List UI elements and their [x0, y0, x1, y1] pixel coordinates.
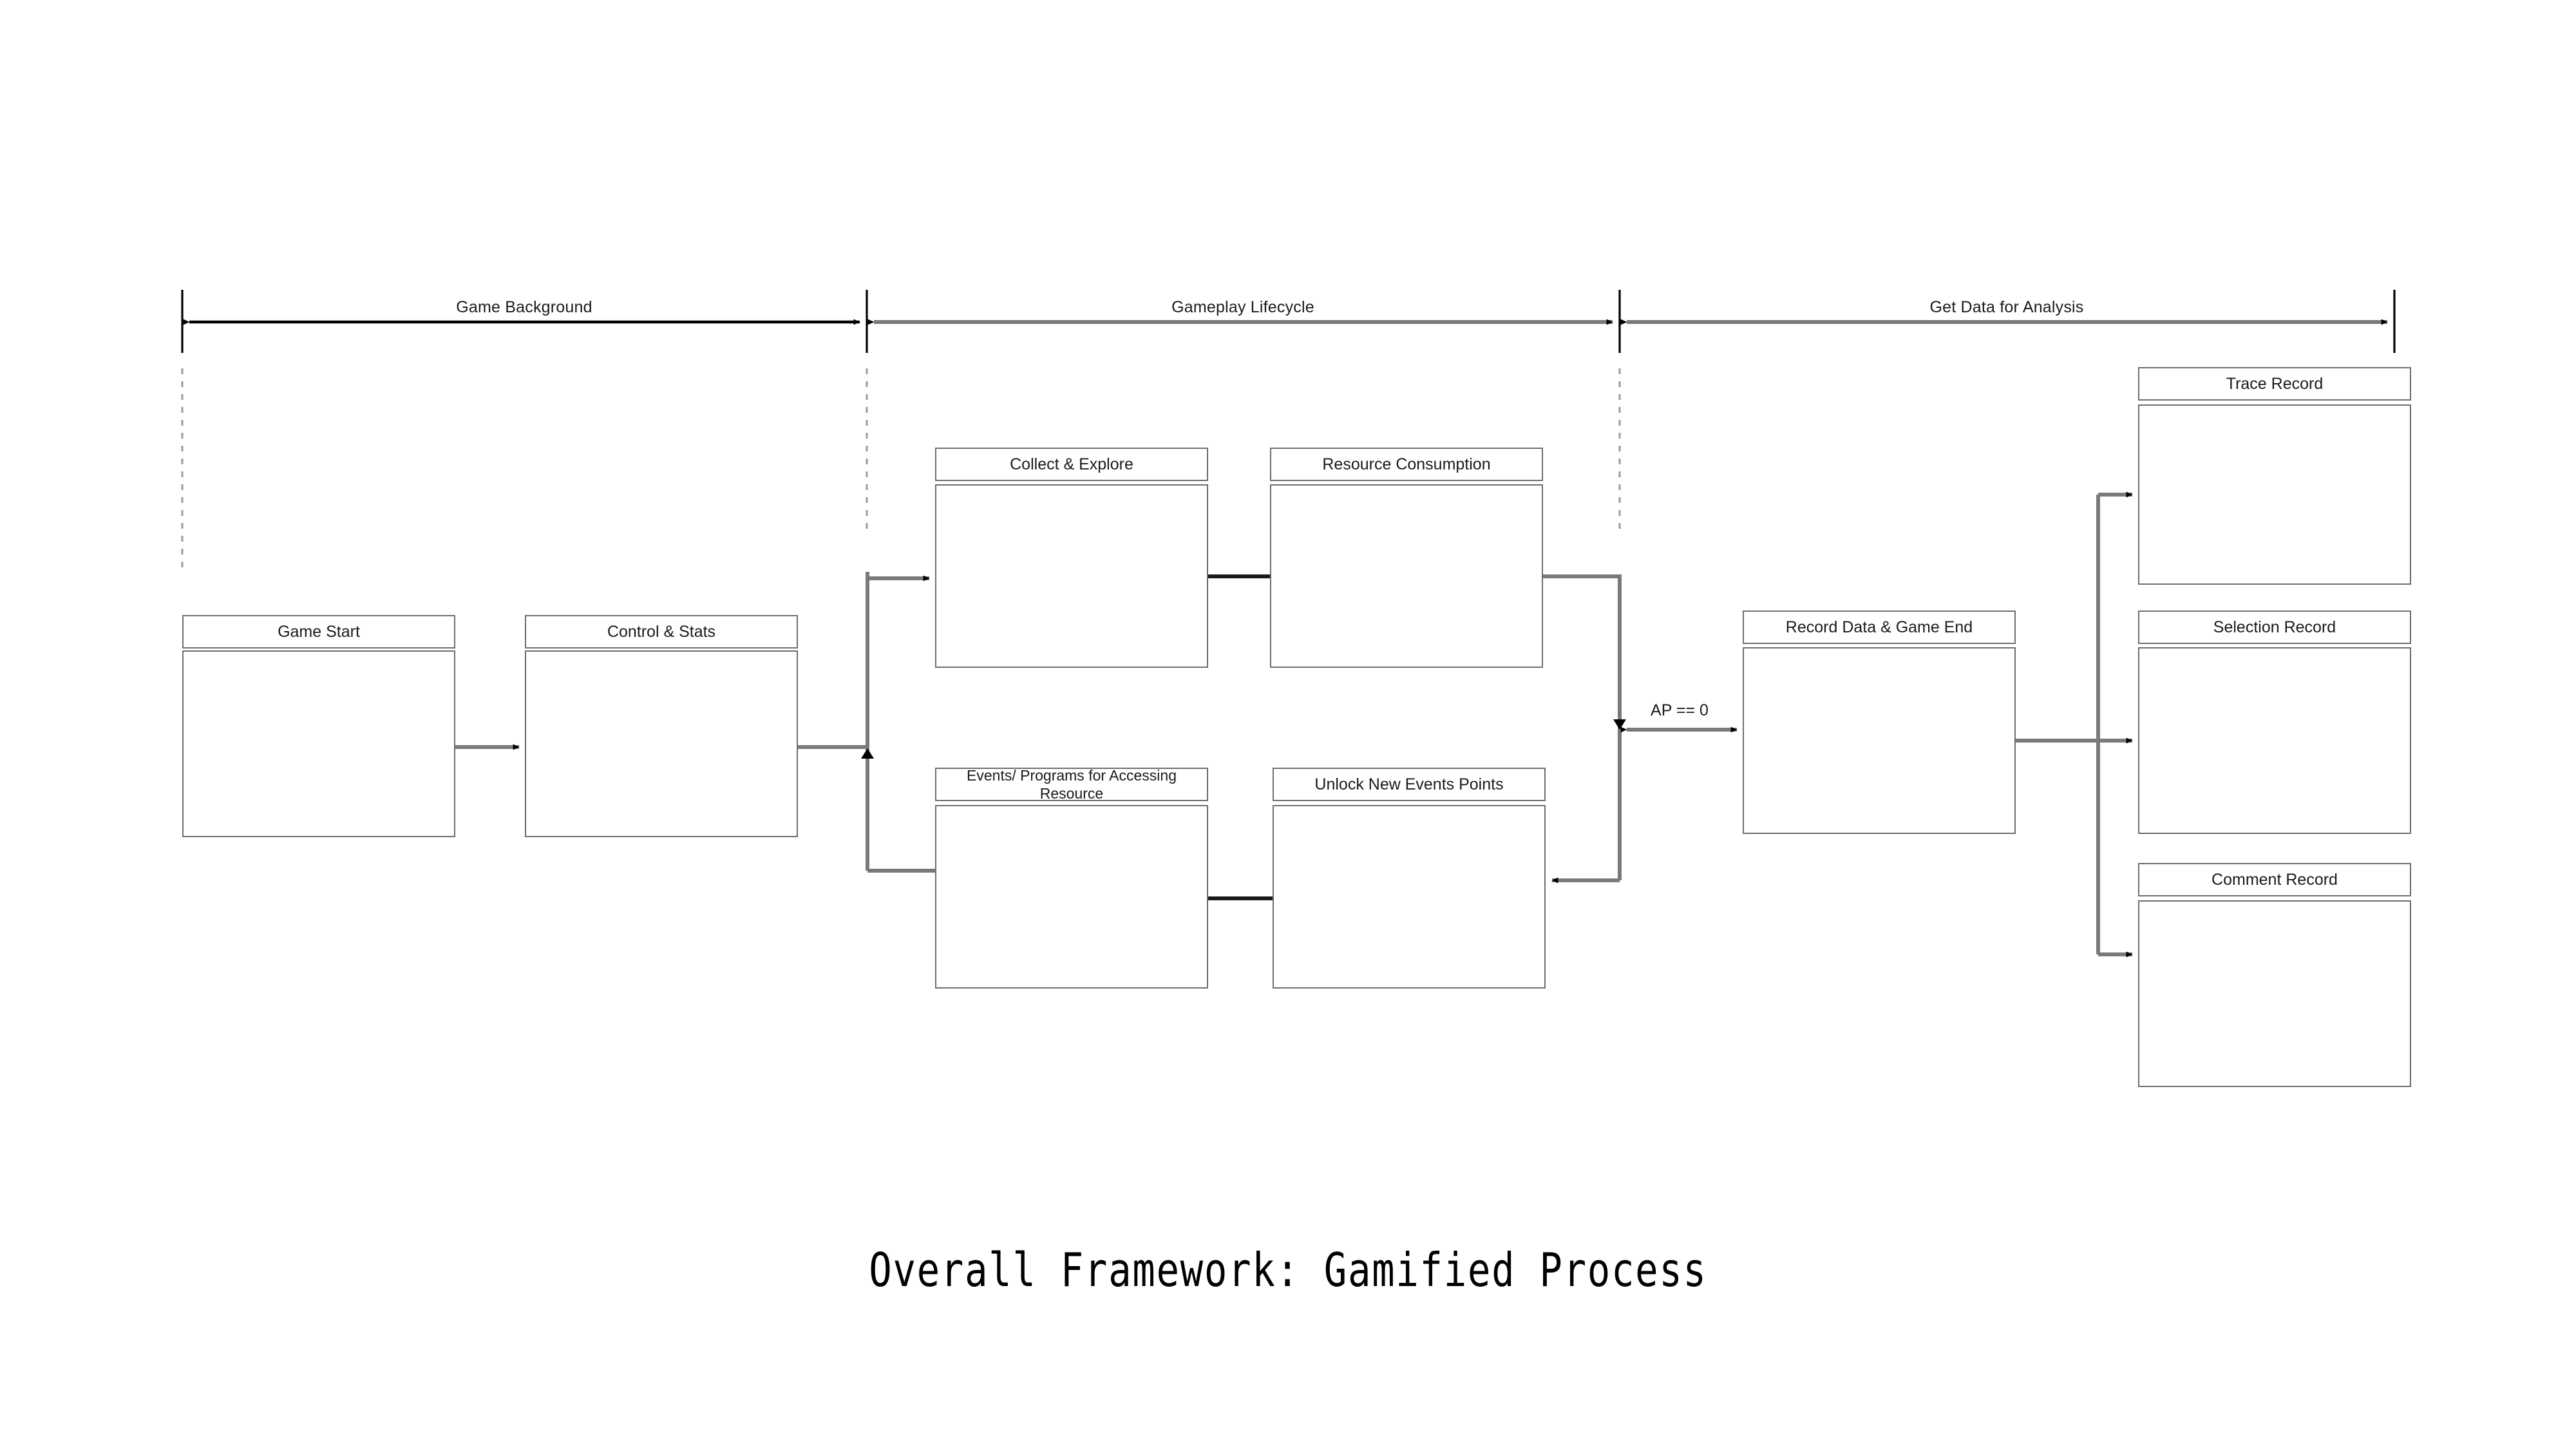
node-title-resource-consumption: Resource Consumption — [1270, 448, 1543, 481]
ap-junction-arrowhead — [1613, 719, 1626, 730]
node-title-unlock-events: Unlock New Events Points — [1273, 768, 1546, 801]
phase-label-get-data-for-analysis: Get Data for Analysis — [1929, 298, 2084, 316]
edge-label-ap-zero: AP == 0 — [1651, 701, 1709, 719]
node-title-control-stats: Control & Stats — [525, 615, 798, 649]
edge-resource-consumption-to-right-trunk — [1543, 574, 1622, 880]
node-body-collect-explore — [935, 484, 1208, 668]
node-body-resource-consumption — [1270, 484, 1543, 668]
node-body-unlock-events — [1273, 805, 1546, 989]
node-body-control-stats — [525, 650, 798, 837]
node-body-selection-record — [2138, 647, 2411, 834]
node-body-game-start — [182, 650, 455, 837]
node-title-trace-record: Trace Record — [2138, 367, 2411, 401]
phase-label-game-background: Game Background — [456, 298, 592, 316]
node-body-events-programs — [935, 805, 1208, 989]
node-title-selection-record: Selection Record — [2138, 611, 2411, 644]
node-body-trace-record — [2138, 404, 2411, 585]
node-title-record-data-game-end: Record Data & Game End — [1743, 611, 2016, 644]
node-title-events-programs: Events/ Programs for Accessing Resource — [935, 767, 1208, 802]
phase-label-gameplay-lifecycle: Gameplay Lifecycle — [1171, 298, 1314, 316]
node-title-collect-explore: Collect & Explore — [935, 448, 1208, 481]
node-title-game-start: Game Start — [182, 615, 455, 649]
branch-junction-arrowhead — [861, 748, 874, 759]
node-title-comment-record: Comment Record — [2138, 863, 2411, 896]
node-body-record-data-game-end — [1743, 647, 2016, 834]
node-body-comment-record — [2138, 900, 2411, 1087]
figure-caption: Overall Framework: Gamified Process — [869, 1243, 1707, 1297]
